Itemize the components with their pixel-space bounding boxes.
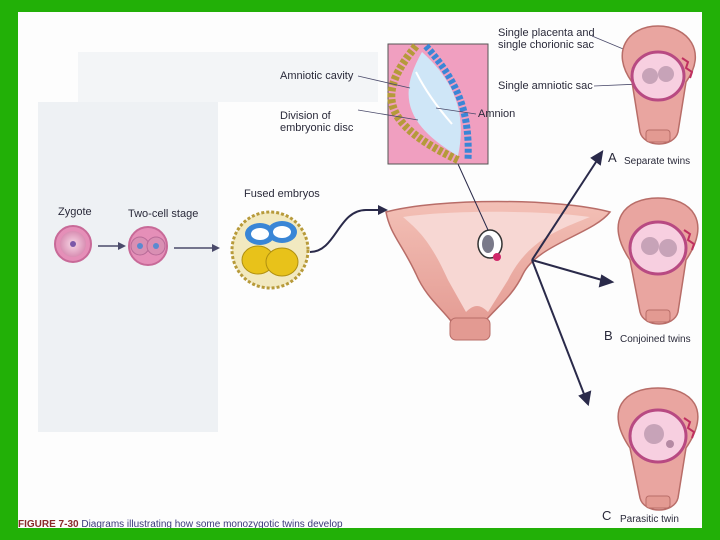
arrow-icon — [98, 242, 126, 250]
fused-embryos — [230, 210, 310, 290]
label-two-cell-stage: Two-cell stage — [128, 208, 199, 220]
background-faded-figure — [78, 52, 378, 102]
arrow-icon — [174, 244, 220, 252]
diagram-panel: Zygote Two-cell stage Fused embryos Amni… — [18, 12, 702, 528]
label-conjoined-twins: Conjoined twins — [620, 334, 691, 345]
label-b-letter: B — [604, 328, 613, 343]
uterus-separate-twins — [621, 25, 697, 145]
background-faded-figure — [38, 102, 218, 432]
label-division-line2: embryonic disc — [280, 122, 354, 134]
label-placenta-line2: single chorionic sac — [498, 39, 594, 51]
label-c-letter: C — [602, 508, 612, 523]
two-cell-embryo — [128, 226, 168, 266]
label-separate-twins: Separate twins — [624, 156, 691, 167]
arrow-icon — [309, 205, 388, 253]
label-amniotic-sac: Single amniotic sac — [498, 80, 593, 92]
branch-arrows — [531, 150, 615, 407]
label-amniotic-cavity: Amniotic cavity — [280, 70, 354, 82]
uterus-conjoined-twins — [617, 197, 699, 325]
figure-number: FIGURE 7-30 — [18, 519, 79, 528]
label-division-line1: Division of — [280, 110, 331, 122]
figure-caption: FIGURE 7-30 Diagrams illustrating how so… — [18, 519, 343, 528]
zygote-cell — [54, 225, 92, 263]
uterus-parasitic-twin — [617, 387, 699, 511]
label-amnion: Amnion — [478, 108, 516, 120]
amniotic-cavity-inset — [387, 43, 489, 165]
figure-caption-text: Diagrams illustrating how some monozygot… — [81, 519, 343, 528]
illustration — [54, 25, 699, 511]
uterus-implantation — [385, 163, 612, 341]
label-zygote: Zygote — [58, 206, 92, 218]
label-placenta-line1: Single placenta and — [498, 27, 595, 39]
label-parasitic-twin: Parasitic twin — [620, 514, 679, 525]
label-fused-embryos: Fused embryos — [244, 188, 320, 200]
label-a-letter: A — [608, 150, 617, 165]
